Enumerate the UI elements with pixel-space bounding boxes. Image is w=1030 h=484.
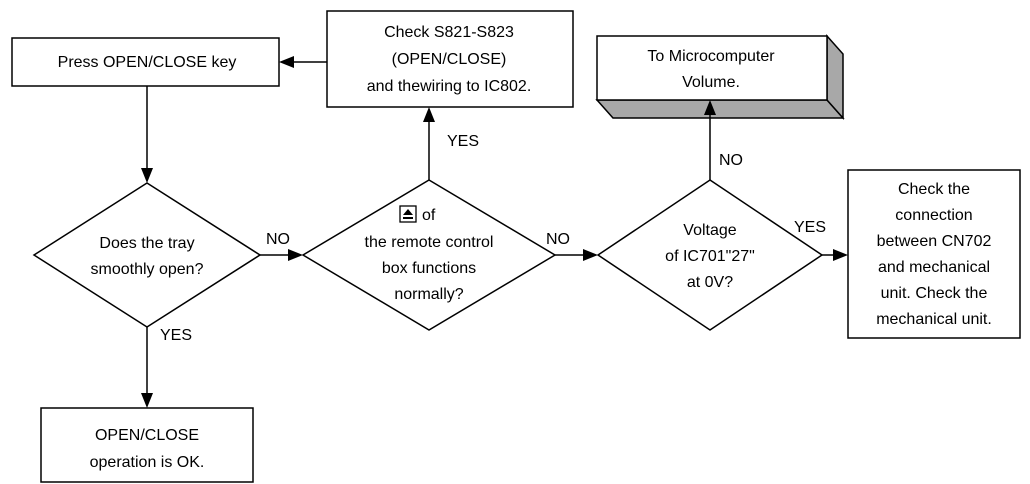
check-switches-line-1: Check S821-S823	[384, 24, 514, 41]
voltage-line-2: of IC701"27"	[665, 248, 755, 265]
remote-eject-line-2: the remote control	[365, 234, 494, 251]
remote-eject-line-1: of	[422, 207, 436, 224]
arrowhead	[288, 249, 303, 261]
tray-open-line-2: smoothly open?	[91, 261, 204, 278]
label-voltage-yes: YES	[794, 219, 826, 236]
edge-voltage-yes-to-connection	[822, 249, 848, 261]
check-connection-line-5: unit. Check the	[881, 285, 988, 302]
arrowhead	[423, 107, 435, 122]
arrowhead	[279, 56, 294, 68]
microcomputer-volume-line-2: Volume.	[682, 74, 740, 91]
label-remote-yes: YES	[447, 133, 479, 150]
arrowhead	[833, 249, 848, 261]
microcomputer-volume-box: To Microcomputer Volume.	[595, 34, 845, 120]
box-shadow-bottom	[595, 99, 845, 119]
press-open-close-key-box: Press OPEN/CLOSE key	[11, 37, 280, 87]
check-connection-box: Check the connection between CN702 and m…	[847, 169, 1021, 339]
operation-ok-line-2: operation is OK.	[90, 454, 205, 471]
remote-eject-line-4: normally?	[394, 286, 463, 303]
label-tray-yes: YES	[160, 327, 192, 344]
operation-ok-line-1: OPEN/CLOSE	[95, 427, 199, 444]
arrowhead	[141, 393, 153, 408]
tray-open-line-1: Does the tray	[99, 235, 194, 252]
check-connection-line-4: and mechanical	[878, 259, 990, 276]
label-remote-no: NO	[546, 231, 570, 248]
check-connection-line-2: connection	[895, 207, 972, 224]
edge-remote-yes-to-switches	[423, 107, 435, 180]
arrowhead	[583, 249, 598, 261]
operation-ok-box: OPEN/CLOSE operation is OK.	[40, 407, 254, 483]
edge-remote-no-to-voltage	[555, 249, 598, 261]
check-connection-line-6: mechanical unit.	[876, 311, 992, 328]
voltage-line-3: at 0V?	[687, 274, 733, 291]
edge-tray-yes-to-ok	[141, 327, 153, 408]
microcomputer-volume-line-1: To Microcomputer	[647, 48, 775, 65]
edge-voltage-no-to-micro	[704, 100, 716, 180]
check-connection-line-1: Check the	[898, 181, 970, 198]
press-open-close-key-text: Press OPEN/CLOSE key	[58, 54, 237, 71]
check-connection-line-3: between CN702	[877, 233, 992, 250]
remote-eject-decision: of the remote control box functions norm…	[301, 179, 557, 331]
check-switches-box: Check S821-S823 (OPEN/CLOSE) and thewiri…	[326, 10, 574, 108]
label-voltage-no: NO	[719, 152, 743, 169]
edge-press-to-tray	[141, 86, 153, 183]
arrowhead	[141, 168, 153, 183]
voltage-line-1: Voltage	[683, 222, 736, 239]
voltage-decision: Voltage of IC701"27" at 0V?	[596, 179, 824, 331]
remote-eject-line-3: box functions	[382, 260, 476, 277]
check-switches-line-3: and thewiring to IC802.	[367, 78, 532, 95]
arrowhead	[704, 100, 716, 115]
eject-icon	[399, 205, 417, 223]
check-switches-line-2: (OPEN/CLOSE)	[392, 51, 507, 68]
tray-open-decision: Does the tray smoothly open?	[32, 182, 262, 328]
label-tray-no: NO	[266, 231, 290, 248]
edge-tray-no-to-remote	[260, 249, 303, 261]
edge-switches-to-press	[279, 56, 327, 68]
